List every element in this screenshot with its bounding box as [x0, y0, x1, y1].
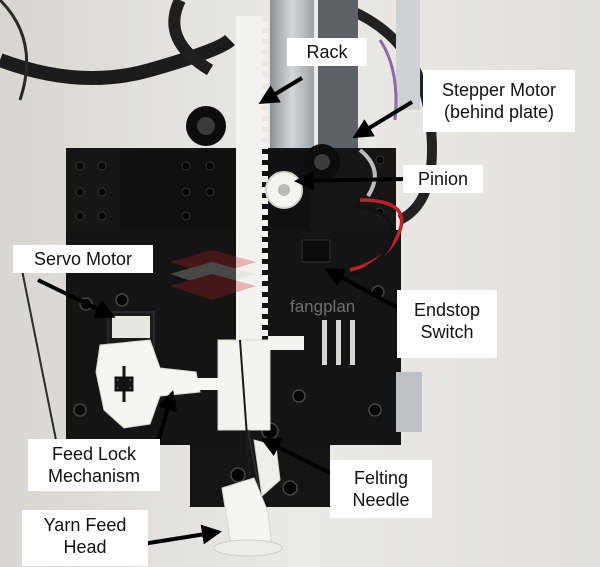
rack-tooth: [261, 264, 268, 270]
rack-tooth: [261, 253, 268, 259]
cable-thin: [19, 259, 61, 461]
rack-tooth: [261, 77, 268, 83]
rack-tooth: [261, 209, 268, 215]
felting-needle: [239, 339, 253, 506]
servo-horn: [114, 366, 134, 402]
pinion-hub: [278, 184, 290, 196]
rack: [236, 16, 262, 361]
label-yarn-feed-head: Yarn Feed Head: [22, 510, 148, 566]
label-stepper-motor-line1: Stepper Motor: [441, 80, 557, 100]
watermark-text: fangplan: [290, 297, 355, 316]
rack-tooth: [261, 33, 268, 39]
label-felting-line2: Needle: [352, 490, 410, 510]
servo-label: [112, 316, 150, 338]
carriage-block: [217, 339, 271, 431]
watermark-logo: [170, 250, 256, 300]
motor-bracket: [396, 0, 420, 110]
label-endstop-switch: Endstop Switch: [397, 290, 497, 358]
label-pinion-text: Pinion: [417, 169, 469, 189]
rack-tooth: [261, 143, 268, 149]
rack-tooth: [261, 44, 268, 50]
rack-tooth: [261, 319, 268, 325]
rack-tooth: [261, 198, 268, 204]
label-stepper-motor: Stepper Motor (behind plate): [423, 70, 575, 132]
rack-tooth: [261, 55, 268, 61]
feed-lock-bar: [186, 378, 222, 390]
rack-tooth: [261, 99, 268, 105]
label-stepper-motor-line2: (behind plate): [443, 102, 555, 122]
label-yarn-line2: Head: [63, 537, 107, 557]
endstop-switch-body: [301, 239, 331, 263]
label-pinion: Pinion: [403, 165, 483, 193]
side-bracket: [396, 372, 422, 432]
plate-slots: [322, 320, 355, 365]
label-feed-lock: Feed Lock Mechanism: [28, 439, 160, 491]
rack-tooth: [261, 220, 268, 226]
label-felting-line1: Felting: [353, 468, 409, 488]
cable-thin: [0, 0, 29, 101]
label-rack-text: Rack: [306, 42, 348, 62]
roller-hub: [197, 117, 215, 135]
rack-tooth: [261, 165, 268, 171]
carriage-arm: [268, 336, 304, 350]
label-felting-needle: Felting Needle: [330, 460, 432, 518]
label-yarn-line1: Yarn Feed: [43, 515, 127, 535]
label-endstop-line2: Switch: [420, 322, 474, 342]
rack-tooth: [261, 231, 268, 237]
cable-braided: [0, 34, 235, 85]
rack-tooth: [261, 121, 268, 127]
rack-tooth: [261, 297, 268, 303]
rail-carriage: [318, 0, 358, 150]
label-servo-motor: Servo Motor: [13, 245, 153, 273]
roller-hub: [314, 154, 330, 170]
rack-tooth: [261, 242, 268, 248]
rack-tooth: [261, 66, 268, 72]
rack-tooth: [261, 286, 268, 292]
rack-tooth: [261, 88, 268, 94]
rack-tooth: [261, 308, 268, 314]
label-feed-lock-line2: Mechanism: [47, 466, 141, 486]
rack-tooth: [261, 154, 268, 160]
rack-tooth: [261, 187, 268, 193]
red-wire: [349, 198, 404, 272]
rack-tooth: [261, 330, 268, 336]
rack-tooth: [261, 132, 268, 138]
label-endstop-line1: Endstop: [413, 300, 481, 320]
cable-tie: [358, 148, 377, 198]
rack-tooth: [261, 176, 268, 182]
label-rack: Rack: [287, 38, 367, 66]
label-servo-motor-text: Servo Motor: [33, 249, 133, 269]
rack-tooth: [261, 110, 268, 116]
label-feed-lock-line1: Feed Lock: [51, 444, 137, 464]
rack-tooth: [261, 275, 268, 281]
aluminum-rail: [270, 0, 314, 150]
yarn-feed-base: [213, 539, 283, 557]
rack-tooth: [261, 22, 268, 28]
black-wire: [344, 203, 395, 280]
cable-braided: [168, 0, 214, 76]
